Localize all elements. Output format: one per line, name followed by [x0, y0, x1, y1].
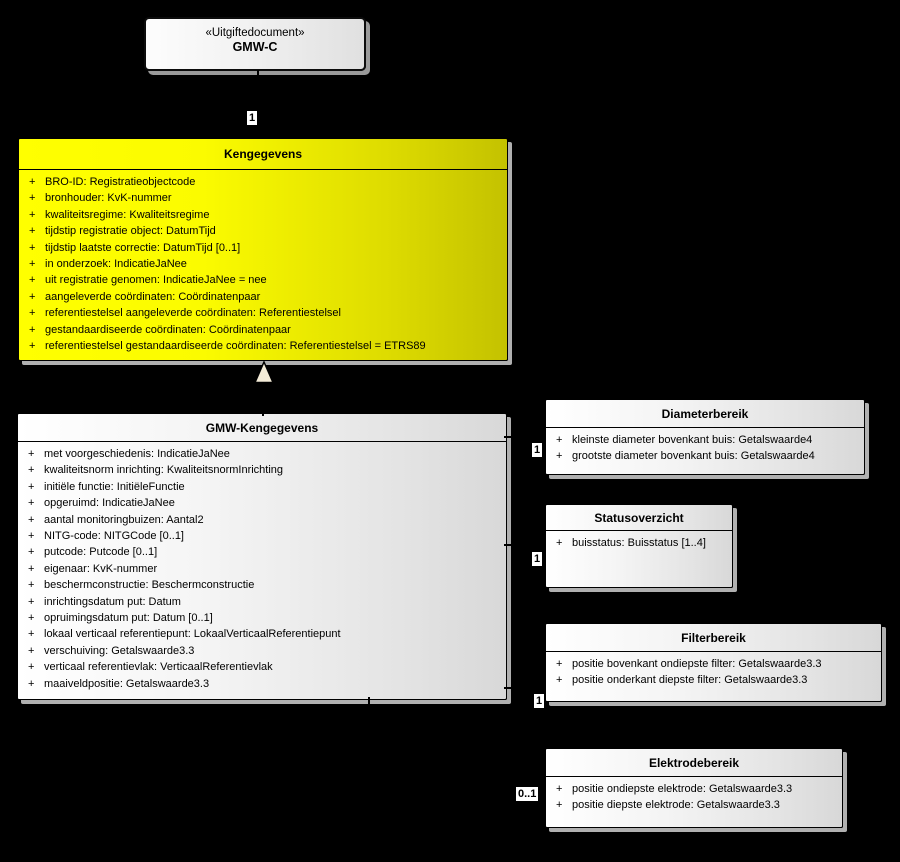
- multiplicity-label-statusoverzicht: 1: [532, 552, 543, 566]
- attribute-row: +bronhouder: KvK-nummer: [29, 192, 172, 205]
- attribute-row: +in onderzoek: IndicatieJaNee: [29, 258, 187, 271]
- attribute-row: +verschuiving: Getalswaarde3.3: [28, 644, 195, 657]
- attribute-row: +opruimingsdatum put: Datum [0..1]: [28, 612, 213, 625]
- attribute-row: +tijdstip registratie object: DatumTijd: [29, 225, 216, 238]
- attribute-row: +lokaal verticaal referentiepunt: Lokaal…: [28, 628, 341, 641]
- attribute-row: +referentiestelsel gestandaardiseerde co…: [29, 340, 426, 353]
- class-title: GMW-C: [232, 40, 278, 54]
- attribute-row: +initiële functie: InitiëleFunctie: [28, 480, 185, 493]
- multiplicity-label-diameterbereik: 1: [532, 443, 543, 457]
- attribute-row: +gestandaardiseerde coördinaten: Coördin…: [29, 323, 291, 336]
- attribute-row: +positie ondiepste elektrode: Getalswaar…: [556, 783, 793, 795]
- attribute-row: +verticaal referentievlak: VerticaalRefe…: [28, 661, 273, 674]
- attribute-row: +NITG-code: NITGCode [0..1]: [28, 530, 184, 543]
- attribute-row: +buisstatus: Buisstatus [1..4]: [556, 537, 706, 549]
- generalization-edge-gmw-kengegevens: [262, 381, 264, 416]
- class-box-kengegevens[interactable]: Kengegevens +BRO-ID: Registratieobjectco…: [18, 138, 508, 361]
- attribute-row: +uit registratie genomen: IndicatieJaNee…: [29, 274, 267, 287]
- association-edge-elektrodebereik-horizontal: [368, 794, 545, 796]
- attribute-row: +inrichtingsdatum put: Datum: [28, 595, 181, 608]
- attribute-row: +beschermconstructie: Beschermconstructi…: [28, 579, 255, 592]
- attribute-row: +aangeleverde coördinaten: Coördinatenpa…: [29, 290, 261, 303]
- attribute-row: +referentiestelsel aangeleverde coördina…: [29, 307, 341, 320]
- generalization-arrowhead-icon: [254, 361, 274, 384]
- class-box-elektrodebereik[interactable]: Elektrodebereik +positie ondiepste elekt…: [545, 748, 843, 828]
- multiplicity-label-elektrodebereik: 0..1: [516, 787, 539, 801]
- attribute-row: +BRO-ID: Registratieobjectcode: [29, 176, 196, 188]
- class-title: Diameterbereik: [546, 400, 864, 428]
- attribute-row: +grootste diameter bovenkant buis: Getal…: [556, 450, 815, 463]
- association-edge-diameterbereik: [504, 436, 545, 438]
- attribute-row: +positie diepste elektrode: Getalswaarde…: [556, 799, 780, 812]
- attribute-row: +tijdstip laatste correctie: DatumTijd […: [29, 241, 241, 254]
- class-box-diameterbereik[interactable]: Diameterbereik +kleinste diameter bovenk…: [545, 399, 865, 475]
- multiplicity-label-filterbereik: 1: [534, 694, 545, 708]
- attribute-row: +kwaliteitsnorm inrichting: Kwaliteitsno…: [28, 464, 284, 477]
- attribute-row: +kwaliteitsregime: Kwaliteitsregime: [29, 208, 210, 221]
- class-box-uitgiftedocument-gmw-c[interactable]: «Uitgiftedocument» GMW-C: [144, 17, 366, 71]
- association-edge-statusoverzicht: [504, 544, 545, 546]
- class-box-gmw-kengegevens[interactable]: GMW-Kengegevens +met voorgeschiedenis: I…: [17, 413, 507, 700]
- class-title: GMW-Kengegevens: [18, 414, 506, 442]
- attribute-row: +eigenaar: KvK-nummer: [28, 562, 158, 575]
- class-stereotype: «Uitgiftedocument»: [205, 27, 305, 39]
- association-edge-filterbereik: [504, 687, 545, 689]
- class-title: Kengegevens: [19, 139, 507, 170]
- attribute-row: +opgeruimd: IndicatieJaNee: [28, 497, 175, 510]
- class-box-statusoverzicht[interactable]: Statusoverzicht +buisstatus: Buisstatus …: [545, 504, 733, 588]
- class-title: Elektrodebereik: [546, 749, 842, 777]
- attribute-row: +aantal monitoringbuizen: Aantal2: [28, 513, 204, 526]
- attribute-row: +positie onderkant diepste filter: Getal…: [556, 674, 808, 687]
- attribute-row: +putcode: Putcode [0..1]: [28, 546, 158, 559]
- association-edge-elektrodebereik-vertical: [368, 697, 370, 795]
- attribute-row: +kleinste diameter bovenkant buis: Getal…: [556, 434, 813, 446]
- attribute-row: +met voorgeschiedenis: IndicatieJaNee: [28, 448, 230, 460]
- attribute-row: +maaiveldpositie: Getalswaarde3.3: [28, 677, 210, 690]
- class-title: Statusoverzicht: [546, 505, 732, 531]
- multiplicity-label-gmwc-kengegevens: 1: [247, 111, 258, 125]
- class-title: Filterbereik: [546, 624, 881, 652]
- attribute-row: +positie bovenkant ondiepste filter: Get…: [556, 658, 822, 670]
- class-box-filterbereik[interactable]: Filterbereik +positie bovenkant ondiepst…: [545, 623, 882, 702]
- association-edge-gmwc-kengegevens: [257, 70, 259, 138]
